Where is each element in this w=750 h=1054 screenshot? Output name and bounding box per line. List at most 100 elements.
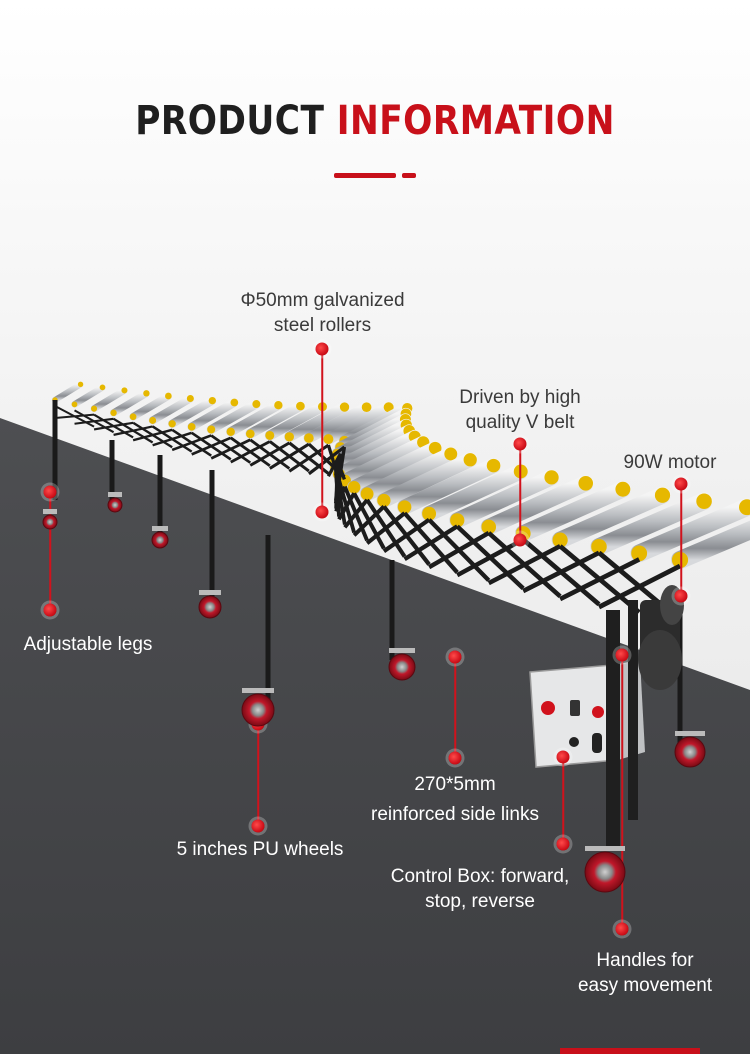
side-link <box>210 438 251 460</box>
roller <box>226 400 284 437</box>
roller-bearing <box>110 409 117 417</box>
roller-bearing <box>481 519 497 535</box>
callout-control: Control Box: forward, stop, reverse <box>372 864 588 914</box>
side-link <box>171 434 212 452</box>
side-link <box>597 563 682 610</box>
side-link <box>343 498 369 529</box>
lead-line-belt <box>519 444 521 540</box>
red-dot-icon <box>251 819 265 833</box>
roller-bearing <box>383 402 394 413</box>
control-box <box>529 660 645 768</box>
roller <box>110 389 150 417</box>
roller-bearing <box>143 390 150 397</box>
callout-belt: Driven by high quality V belt <box>420 385 620 435</box>
callout-handles-line1: Handles for <box>596 950 694 971</box>
roller-bearing <box>77 381 84 388</box>
roller-bearing <box>397 500 412 514</box>
roller-bearing <box>91 405 98 412</box>
side-link <box>382 518 431 553</box>
callout-motor-line1: 90W motor <box>623 452 717 473</box>
roller <box>71 384 106 408</box>
lead-line-links <box>454 657 456 758</box>
page-title: PRODUCT INFORMATION <box>53 98 698 144</box>
roller <box>480 475 594 536</box>
roller-bearing <box>739 499 750 516</box>
roller <box>90 387 128 413</box>
callout-links-line1: 270*5mm <box>414 774 496 795</box>
roller-bearing <box>428 441 442 455</box>
roller-bearing <box>671 551 689 569</box>
roller-bearing <box>591 539 607 555</box>
roller <box>332 429 422 481</box>
callout-belt-line2: quality V belt <box>465 412 575 433</box>
roller-bearing <box>552 532 568 548</box>
title-underline-short <box>402 173 416 178</box>
roller <box>347 441 443 495</box>
side-link <box>428 531 490 570</box>
lead-line-control <box>562 757 564 844</box>
roller-bearing <box>422 506 437 521</box>
side-link <box>522 550 601 594</box>
roller-bearing <box>226 427 235 436</box>
side-link <box>307 445 346 476</box>
roller-bearing <box>339 402 350 412</box>
knob-icon <box>569 737 579 747</box>
callout-wheels: 5 inches PU wheels <box>150 837 370 862</box>
callout-legs-line1: Adjustable legs <box>23 634 153 655</box>
roller-bearing <box>274 401 283 410</box>
red-dot-icon <box>448 650 462 664</box>
title-dark-part: PRODUCT <box>135 98 325 144</box>
roller-bearing <box>654 487 671 503</box>
callout-rollers: Φ50mm galvanized steel rollers <box>200 288 445 338</box>
roller-bearing <box>99 384 106 391</box>
callout-control-line2: stop, reverse <box>425 891 535 912</box>
callout-belt-line1: Driven by high <box>459 387 581 408</box>
roller <box>303 401 372 444</box>
roller <box>129 392 173 421</box>
callout-links-line2: reinforced side links <box>371 804 539 825</box>
roller-bearing <box>578 476 594 491</box>
roller-bearing <box>207 425 216 434</box>
roller <box>322 401 395 445</box>
switch-icon <box>570 700 580 716</box>
lead-line-motor <box>680 484 682 596</box>
roller-bearing <box>168 420 176 428</box>
roller-bearing <box>631 545 648 562</box>
roller-bearing <box>444 447 458 461</box>
red-dot-icon <box>43 485 57 499</box>
red-dot-icon <box>615 648 629 662</box>
roller <box>206 399 261 434</box>
roller-bearing <box>252 400 261 409</box>
side-link <box>152 431 193 447</box>
roller-bearing <box>187 422 196 431</box>
callout-legs: Adjustable legs <box>8 632 168 657</box>
roller-bearing <box>486 458 501 473</box>
callout-rollers-line1: Φ50mm galvanized <box>240 290 405 311</box>
roller <box>359 446 458 502</box>
roller-bearing <box>323 434 334 445</box>
handle <box>606 600 638 850</box>
start-button-icon <box>592 706 604 718</box>
roller-bearing <box>360 487 374 501</box>
roller <box>449 469 560 529</box>
roller-bearing <box>165 392 172 400</box>
roller <box>329 424 416 474</box>
callout-links: 270*5mm reinforced side links <box>345 772 565 827</box>
roller <box>376 452 478 508</box>
red-dot-icon <box>556 837 570 851</box>
red-dot-icon <box>556 750 570 764</box>
red-dot-icon <box>43 603 57 617</box>
roller <box>630 498 750 563</box>
callout-handles: Handles for easy movement <box>560 948 730 998</box>
roller-bearing <box>186 394 194 402</box>
red-dot-icon <box>674 477 688 491</box>
roller-bearing <box>347 480 361 494</box>
lead-line-rollers <box>321 349 323 512</box>
roller-bearing <box>71 401 78 408</box>
side-link <box>487 544 562 586</box>
side-link <box>337 492 356 521</box>
bottom-accent-bar <box>560 1048 700 1054</box>
side-link <box>365 511 406 545</box>
red-dot-icon <box>251 717 265 731</box>
